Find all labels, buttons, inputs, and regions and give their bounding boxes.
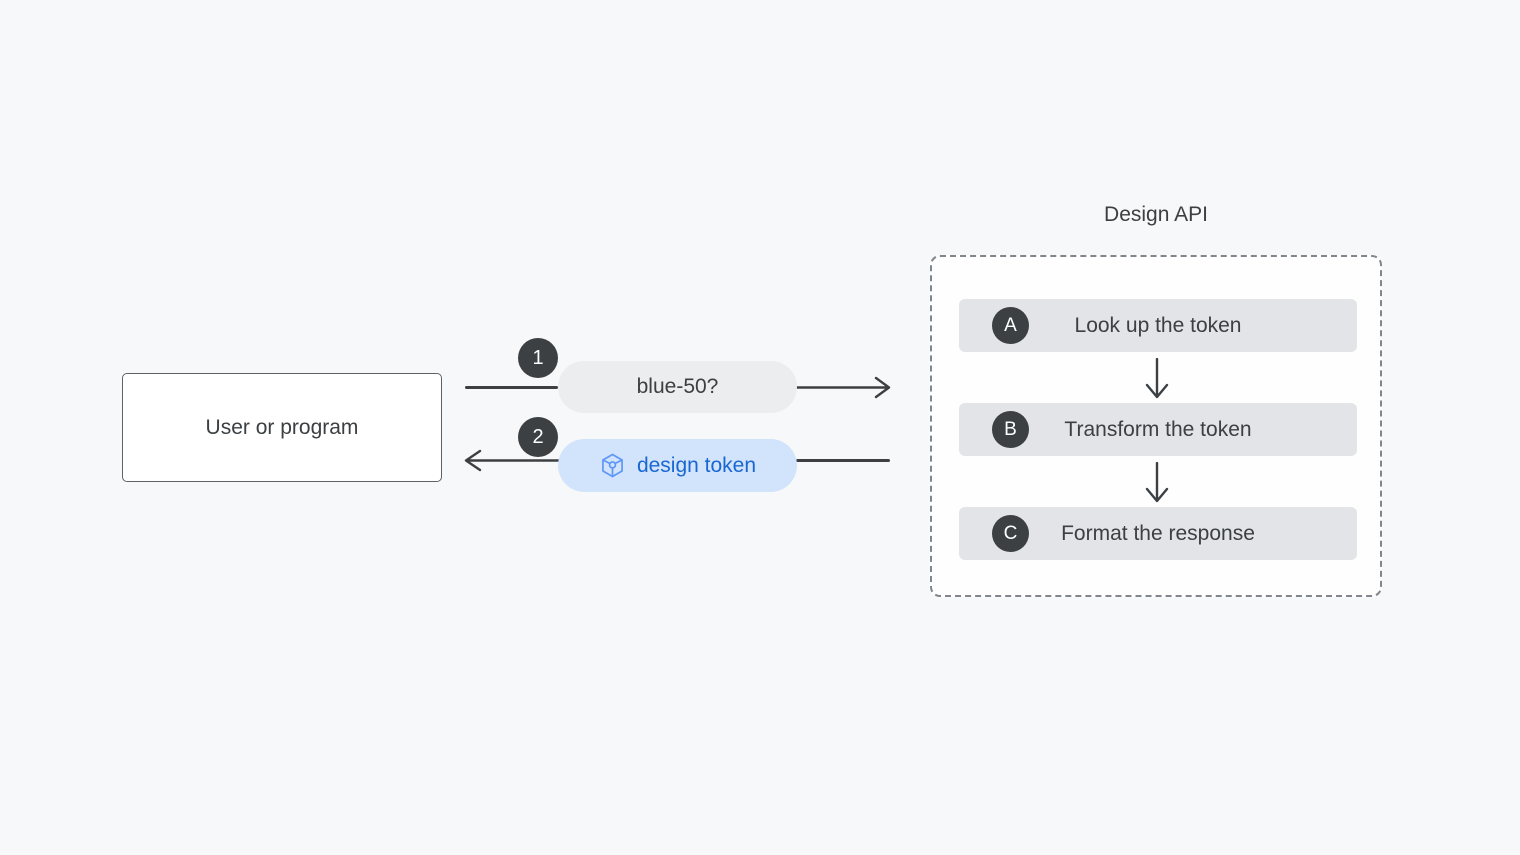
api-step-transform: B Transform the token [959, 403, 1357, 456]
request-line-left [465, 386, 558, 389]
step-b-label: Transform the token [1064, 417, 1252, 441]
user-box-label: User or program [205, 415, 359, 439]
response-pill-label: design token [636, 453, 757, 477]
request-pill: blue-50? [558, 361, 797, 413]
step-c-letter: C [1003, 522, 1018, 544]
request-arrow-right-icon [795, 376, 891, 399]
design-api-box: A Look up the token B Transform the toke… [930, 255, 1382, 597]
design-api-title: Design API [1104, 203, 1208, 226]
step-1-number: 1 [532, 346, 544, 369]
response-pill: design token [558, 439, 797, 492]
down-arrow-icon [1145, 462, 1169, 503]
request-pill-label: blue-50? [636, 375, 719, 398]
step-a-label: Look up the token [1074, 313, 1242, 337]
down-arrow-icon [1145, 358, 1169, 399]
step-b-letter: B [1004, 418, 1017, 440]
user-or-program-box: User or program [122, 373, 442, 482]
step-b-badge: B [992, 411, 1029, 448]
token-cube-icon [602, 453, 623, 478]
step-2-number: 2 [532, 425, 544, 448]
response-line-right [796, 459, 890, 462]
step-1-badge: 1 [518, 338, 558, 378]
api-step-lookup: A Look up the token [959, 299, 1357, 352]
step-c-label: Format the response [1061, 521, 1255, 545]
step-a-badge: A [992, 307, 1029, 344]
api-step-format: C Format the response [959, 507, 1357, 560]
step-a-letter: A [1004, 314, 1017, 336]
response-arrow-left-icon [464, 449, 561, 472]
step-c-badge: C [992, 515, 1029, 552]
step-2-badge: 2 [518, 417, 558, 457]
